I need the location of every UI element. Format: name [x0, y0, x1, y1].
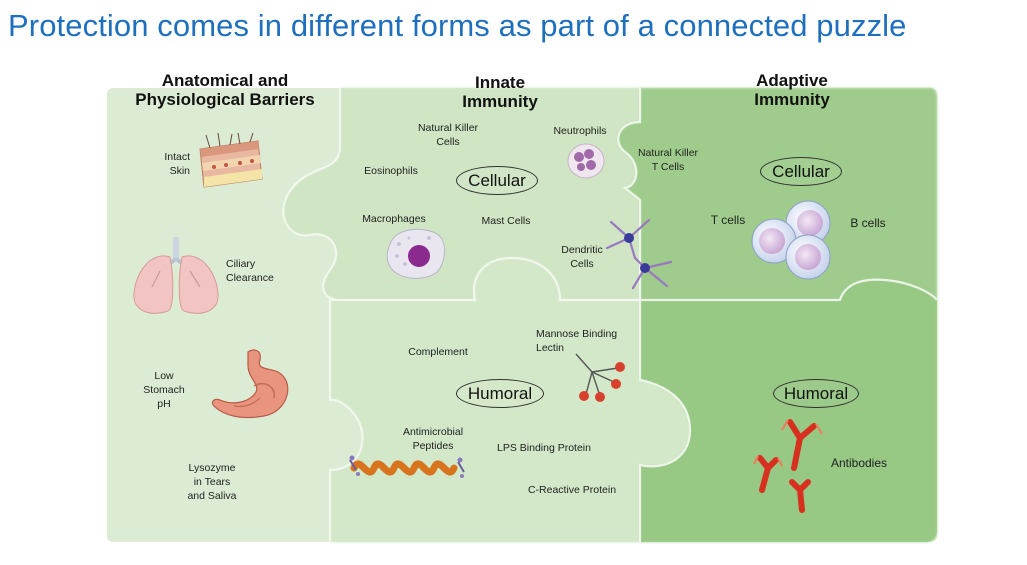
- adaptive-heading-line2: Immunity: [754, 90, 830, 109]
- ciliary-label: Ciliary Clearance: [226, 257, 282, 285]
- innate-cellular-oval: Cellular: [456, 166, 538, 195]
- dendritic-cell-illustration: [605, 218, 673, 290]
- ciliary-label-line2: Clearance: [226, 272, 274, 284]
- lysozyme-label-line3: and Saliva: [187, 490, 237, 502]
- lymphocytes-illustration: [751, 200, 831, 280]
- dendritic-cells-label: Dendritic Cells: [554, 243, 610, 271]
- innate-heading: Innate Immunity: [430, 73, 570, 111]
- antibodies-label: Antibodies: [830, 456, 888, 470]
- nk-cells-label: Natural Killer Cells: [412, 121, 484, 149]
- adaptive-heading: Adaptive Immunity: [722, 71, 862, 109]
- nkt-cells-label-line1: Natural Killer: [637, 147, 699, 159]
- puzzle-seams: [282, 88, 938, 542]
- mast-cells-label: Mast Cells: [481, 215, 531, 227]
- complement-label: Complement: [408, 346, 468, 358]
- innate-humoral-oval: Humoral: [456, 379, 544, 408]
- adaptive-humoral-oval: Humoral: [773, 379, 859, 408]
- skin-label-line2: Skin: [169, 165, 190, 177]
- lps-label: LPS Binding Protein: [497, 442, 591, 454]
- mbl-label-line1: Mannose Binding: [536, 328, 618, 340]
- innate-cellular-piece: [283, 88, 640, 300]
- barriers-heading-line2: Physiological Barriers: [135, 90, 315, 109]
- dendritic-cells-label-line1: Dendritic: [561, 244, 603, 256]
- nkt-cells-label-line2: T Cells: [651, 161, 685, 173]
- innate-heading-line2: Immunity: [462, 92, 538, 111]
- lysozyme-label: Lysozyme in Tears and Saliva: [180, 461, 244, 503]
- antibodies-illustration: [753, 419, 823, 513]
- ciliary-label-line1: Ciliary: [226, 258, 256, 270]
- adaptive-humoral-piece: [640, 279, 937, 542]
- adaptive-heading-line1: Adaptive: [756, 71, 828, 90]
- barriers-heading-line1: Anatomical and: [161, 71, 289, 90]
- amp-label-line1: Antimicrobial: [402, 426, 464, 438]
- mbl-label-line2: Lectin: [536, 342, 565, 354]
- skin-illustration: [199, 133, 263, 188]
- macrophage-illustration: [386, 228, 445, 279]
- b-cells-label: B cells: [850, 216, 886, 230]
- skin-label-line1: Intact: [164, 151, 190, 163]
- t-cells-label: T cells: [710, 213, 746, 227]
- stomach-label-line1: Low: [154, 370, 174, 382]
- crp-label: C-Reactive Protein: [527, 484, 617, 496]
- adaptive-cellular-oval: Cellular: [760, 157, 842, 186]
- stomach-label-line3: pH: [157, 398, 171, 410]
- nk-cells-label-line1: Natural Killer: [417, 122, 479, 134]
- antimicrobial-peptide-illustration: [349, 455, 465, 478]
- stomach-label-line2: Stomach: [143, 384, 185, 396]
- neutrophils-label: Neutrophils: [553, 125, 607, 137]
- lysozyme-label-line2: in Tears: [193, 476, 231, 488]
- stomach-illustration: [211, 349, 289, 419]
- mbl-label: Mannose Binding Lectin: [536, 327, 626, 355]
- innate-heading-line1: Innate: [474, 73, 526, 92]
- slide-title: Protection comes in different forms as p…: [8, 8, 907, 43]
- nkt-cells-label: Natural Killer T Cells: [632, 146, 704, 174]
- eosinophils-label: Eosinophils: [364, 165, 418, 177]
- mannose-binding-lectin-illustration: [575, 353, 625, 402]
- skin-label: Intact Skin: [150, 150, 190, 178]
- amp-label-line2: Peptides: [412, 440, 454, 452]
- stomach-label: Low Stomach pH: [138, 369, 190, 411]
- neutrophil-illustration: [567, 143, 605, 179]
- amp-label: Antimicrobial Peptides: [396, 425, 470, 453]
- dendritic-cells-label-line2: Cells: [570, 258, 594, 270]
- macrophages-label: Macrophages: [362, 213, 426, 225]
- lysozyme-label-line1: Lysozyme: [188, 462, 236, 474]
- lungs-illustration: [133, 237, 219, 314]
- barriers-heading: Anatomical and Physiological Barriers: [120, 71, 330, 109]
- nk-cells-label-line2: Cells: [436, 136, 460, 148]
